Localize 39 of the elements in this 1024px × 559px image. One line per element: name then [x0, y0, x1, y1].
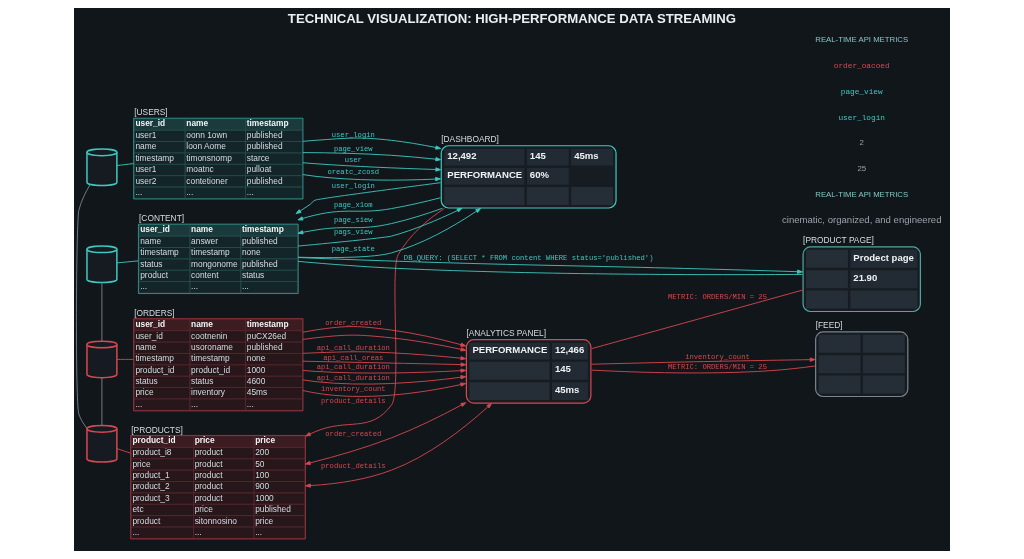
- connector: [116, 358, 134, 360]
- arrow: [305, 403, 492, 488]
- arrow: [297, 207, 482, 259]
- arrow: [302, 368, 467, 374]
- arrow: [302, 152, 442, 162]
- arrow: [302, 162, 442, 172]
- arrow: [302, 351, 467, 361]
- arrow: [302, 326, 467, 347]
- arrow: [305, 207, 445, 437]
- node-label: [PRODUCT PAGE]: [803, 235, 874, 246]
- connector: [116, 163, 134, 166]
- node-label: [ORDERS]: [134, 307, 175, 318]
- arrow: [591, 357, 816, 365]
- node-label: [ANALYTICS PANEL]: [466, 328, 546, 339]
- arrow: [302, 334, 467, 352]
- node-label: [PRODUCTS]: [131, 424, 183, 435]
- connector: [591, 289, 803, 350]
- arrow: [302, 174, 441, 182]
- diagram-title: TECHNICAL VISUALIZATION: HIGH-PERFORMANCE DATA STREAMING: [287, 10, 736, 26]
- arrow: [297, 197, 441, 221]
- node-label: [FEED]: [815, 320, 843, 331]
- connector: [591, 365, 816, 374]
- arrow: [302, 382, 467, 397]
- connector: [76, 184, 91, 429]
- arrow: [302, 360, 467, 367]
- arrow: [302, 375, 467, 385]
- arrow: [295, 182, 441, 215]
- node-label: [USERS]: [134, 107, 168, 118]
- node-label: [DASHBOARD]: [441, 134, 499, 145]
- arrow: [305, 402, 467, 465]
- connector: [116, 448, 131, 454]
- arrow: [297, 207, 443, 235]
- connector: [101, 282, 103, 342]
- arrow: [297, 207, 463, 247]
- node-label: [CONTENT]: [139, 213, 185, 224]
- connector: [101, 377, 103, 426]
- arrow: [302, 137, 442, 150]
- connector: [116, 260, 139, 264]
- label: cinematic, organized, and engineered: [781, 213, 942, 225]
